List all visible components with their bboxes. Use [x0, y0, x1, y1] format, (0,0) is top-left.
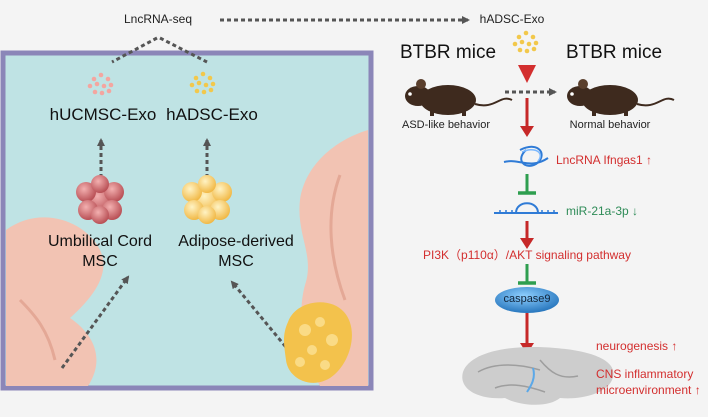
- hucmsc-exo-label: hUCMSC-Exo: [49, 105, 157, 124]
- top-exosome-dots: [512, 30, 539, 54]
- branch-left: [111, 36, 158, 64]
- mirna-strand: [494, 202, 558, 214]
- normal-behavior-label: Normal behavior: [569, 119, 651, 131]
- mouse-brain: [462, 347, 614, 405]
- lncrna-label: LncRNA Ifngas1 ↑: [556, 153, 653, 167]
- caspase9-node: [495, 287, 559, 313]
- pathway-label: PI3K（p110α）/AKT signaling pathway: [423, 248, 631, 262]
- huc-exosome-dots: [87, 72, 114, 96]
- cns-label-line1: CNS inflammatory: [596, 367, 694, 381]
- btbr-mice-left-label: BTBR mice: [399, 42, 497, 63]
- umbilical-msc-label-line1: Umbilical Cord: [47, 233, 153, 250]
- adipose-msc-label-line1: Adipose-derived: [178, 233, 294, 250]
- normal-mouse: [567, 79, 675, 116]
- hadsc-exo-label: hADSC-Exo: [166, 105, 258, 124]
- cord-to-msc-arrow: [60, 275, 130, 369]
- fat-to-msc-arrow: [230, 280, 292, 353]
- adipose-msc-cell-cluster: [182, 175, 232, 224]
- umbilical-msc-label-line2: MSC: [82, 253, 118, 270]
- branch-right: [159, 36, 208, 64]
- lncrna-seq-label: LncRNA-seq: [123, 12, 193, 26]
- lncrna-strand: [503, 145, 549, 167]
- umbilical-msc-cell-cluster: [76, 175, 124, 224]
- btbr-mice-right-label: BTBR mice: [565, 42, 663, 63]
- had-exosome-dots: [189, 71, 216, 95]
- top-exo-label: hADSC-Exo: [479, 12, 545, 26]
- arrow-to-pathway-head: [520, 238, 534, 249]
- cns-label-line2: microenvironment ↑: [596, 383, 701, 397]
- treatment-triangle: [518, 65, 536, 83]
- caspase9-label: caspase9: [503, 293, 551, 305]
- mirna-label: miR-21a-3p ↓: [566, 204, 639, 218]
- neurogenesis-label: neurogenesis ↑: [596, 339, 678, 353]
- adipose-tissue: [284, 302, 352, 383]
- arrow-to-lncrna-head: [520, 126, 534, 137]
- asd-mouse: [405, 79, 513, 116]
- adipose-msc-label-line2: MSC: [218, 253, 254, 270]
- asd-behavior-label: ASD-like behavior: [401, 119, 491, 131]
